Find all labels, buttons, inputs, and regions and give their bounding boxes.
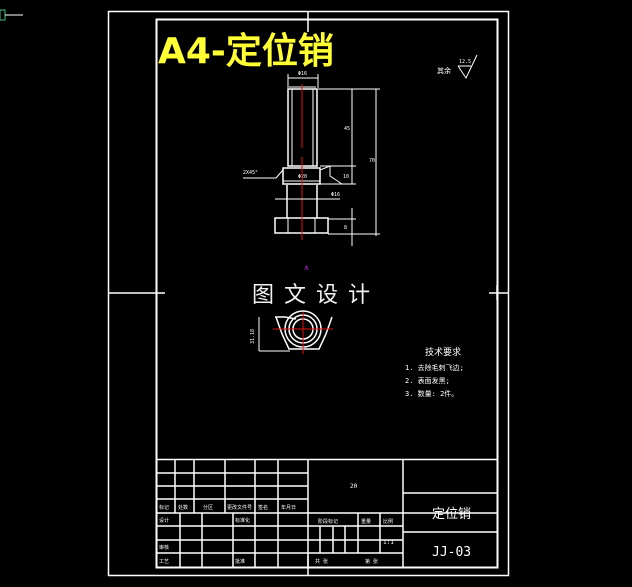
pin-top-view: 31.18 (250, 310, 333, 354)
ucs-axis-icon (0, 9, 23, 21)
title-block-text: 标记 处数 分区 更改文件号 签名 年月日 设计 标准化 审核 工艺 批准 20… (159, 483, 471, 565)
svg-text:8: 8 (344, 225, 347, 231)
part-name: 定位销 (432, 507, 471, 522)
svg-text:Φ20: Φ20 (298, 174, 307, 180)
pin-front-view: Φ16 Φ20 2X45° 45 70 10 Φ16 (243, 71, 380, 246)
svg-text:工艺: 工艺 (159, 559, 169, 565)
svg-text:处数: 处数 (178, 504, 188, 511)
svg-text:更改文件号: 更改文件号 (227, 504, 252, 511)
svg-text:Φ16: Φ16 (331, 192, 340, 198)
svg-text:3. 数量: 2件。: 3. 数量: 2件。 (405, 389, 458, 398)
drawing-number: JJ-03 (432, 545, 471, 560)
watermark-text: 图文设计 (252, 283, 380, 308)
svg-text:1:1: 1:1 (383, 539, 394, 546)
svg-text:技术要求: 技术要求 (425, 346, 461, 358)
svg-text:20: 20 (350, 483, 358, 490)
drawing-title: A4-定位销 (158, 31, 334, 72)
svg-text:共 张: 共 张 (315, 558, 328, 565)
svg-text:70: 70 (369, 158, 375, 164)
title-block (155, 458, 499, 569)
svg-text:比例: 比例 (383, 518, 393, 525)
svg-text:Φ16: Φ16 (298, 71, 307, 77)
tech-requirements: 技术要求 1. 去除毛刺飞边; 2. 表面发黑; 3. 数量: 2件。 (405, 346, 464, 398)
svg-text:标准化: 标准化 (235, 517, 250, 524)
svg-text:第 张: 第 张 (365, 558, 378, 565)
svg-text:重量: 重量 (361, 518, 371, 525)
svg-text:批准: 批准 (235, 558, 245, 565)
svg-text:阶段标记: 阶段标记 (318, 518, 338, 525)
ucs-marker: ⩚ (304, 263, 309, 273)
svg-text:标记: 标记 (159, 504, 169, 511)
svg-text:12.5: 12.5 (459, 59, 471, 65)
svg-text:分区: 分区 (203, 504, 213, 511)
svg-text:10: 10 (343, 174, 349, 180)
svg-text:2X45°: 2X45° (243, 170, 258, 176)
svg-text:31.18: 31.18 (250, 329, 256, 344)
surface-finish-symbol: 其余 12.5 (437, 54, 478, 80)
svg-text:45: 45 (344, 126, 350, 132)
svg-text:其余: 其余 (437, 66, 451, 75)
svg-text:2. 表面发黑;: 2. 表面发黑; (405, 376, 450, 385)
svg-text:签名: 签名 (258, 504, 268, 511)
svg-text:审核: 审核 (159, 544, 169, 551)
svg-text:1. 去除毛刺飞边;: 1. 去除毛刺飞边; (405, 363, 464, 372)
svg-text:设计: 设计 (159, 517, 169, 524)
svg-text:年月日: 年月日 (281, 504, 296, 511)
